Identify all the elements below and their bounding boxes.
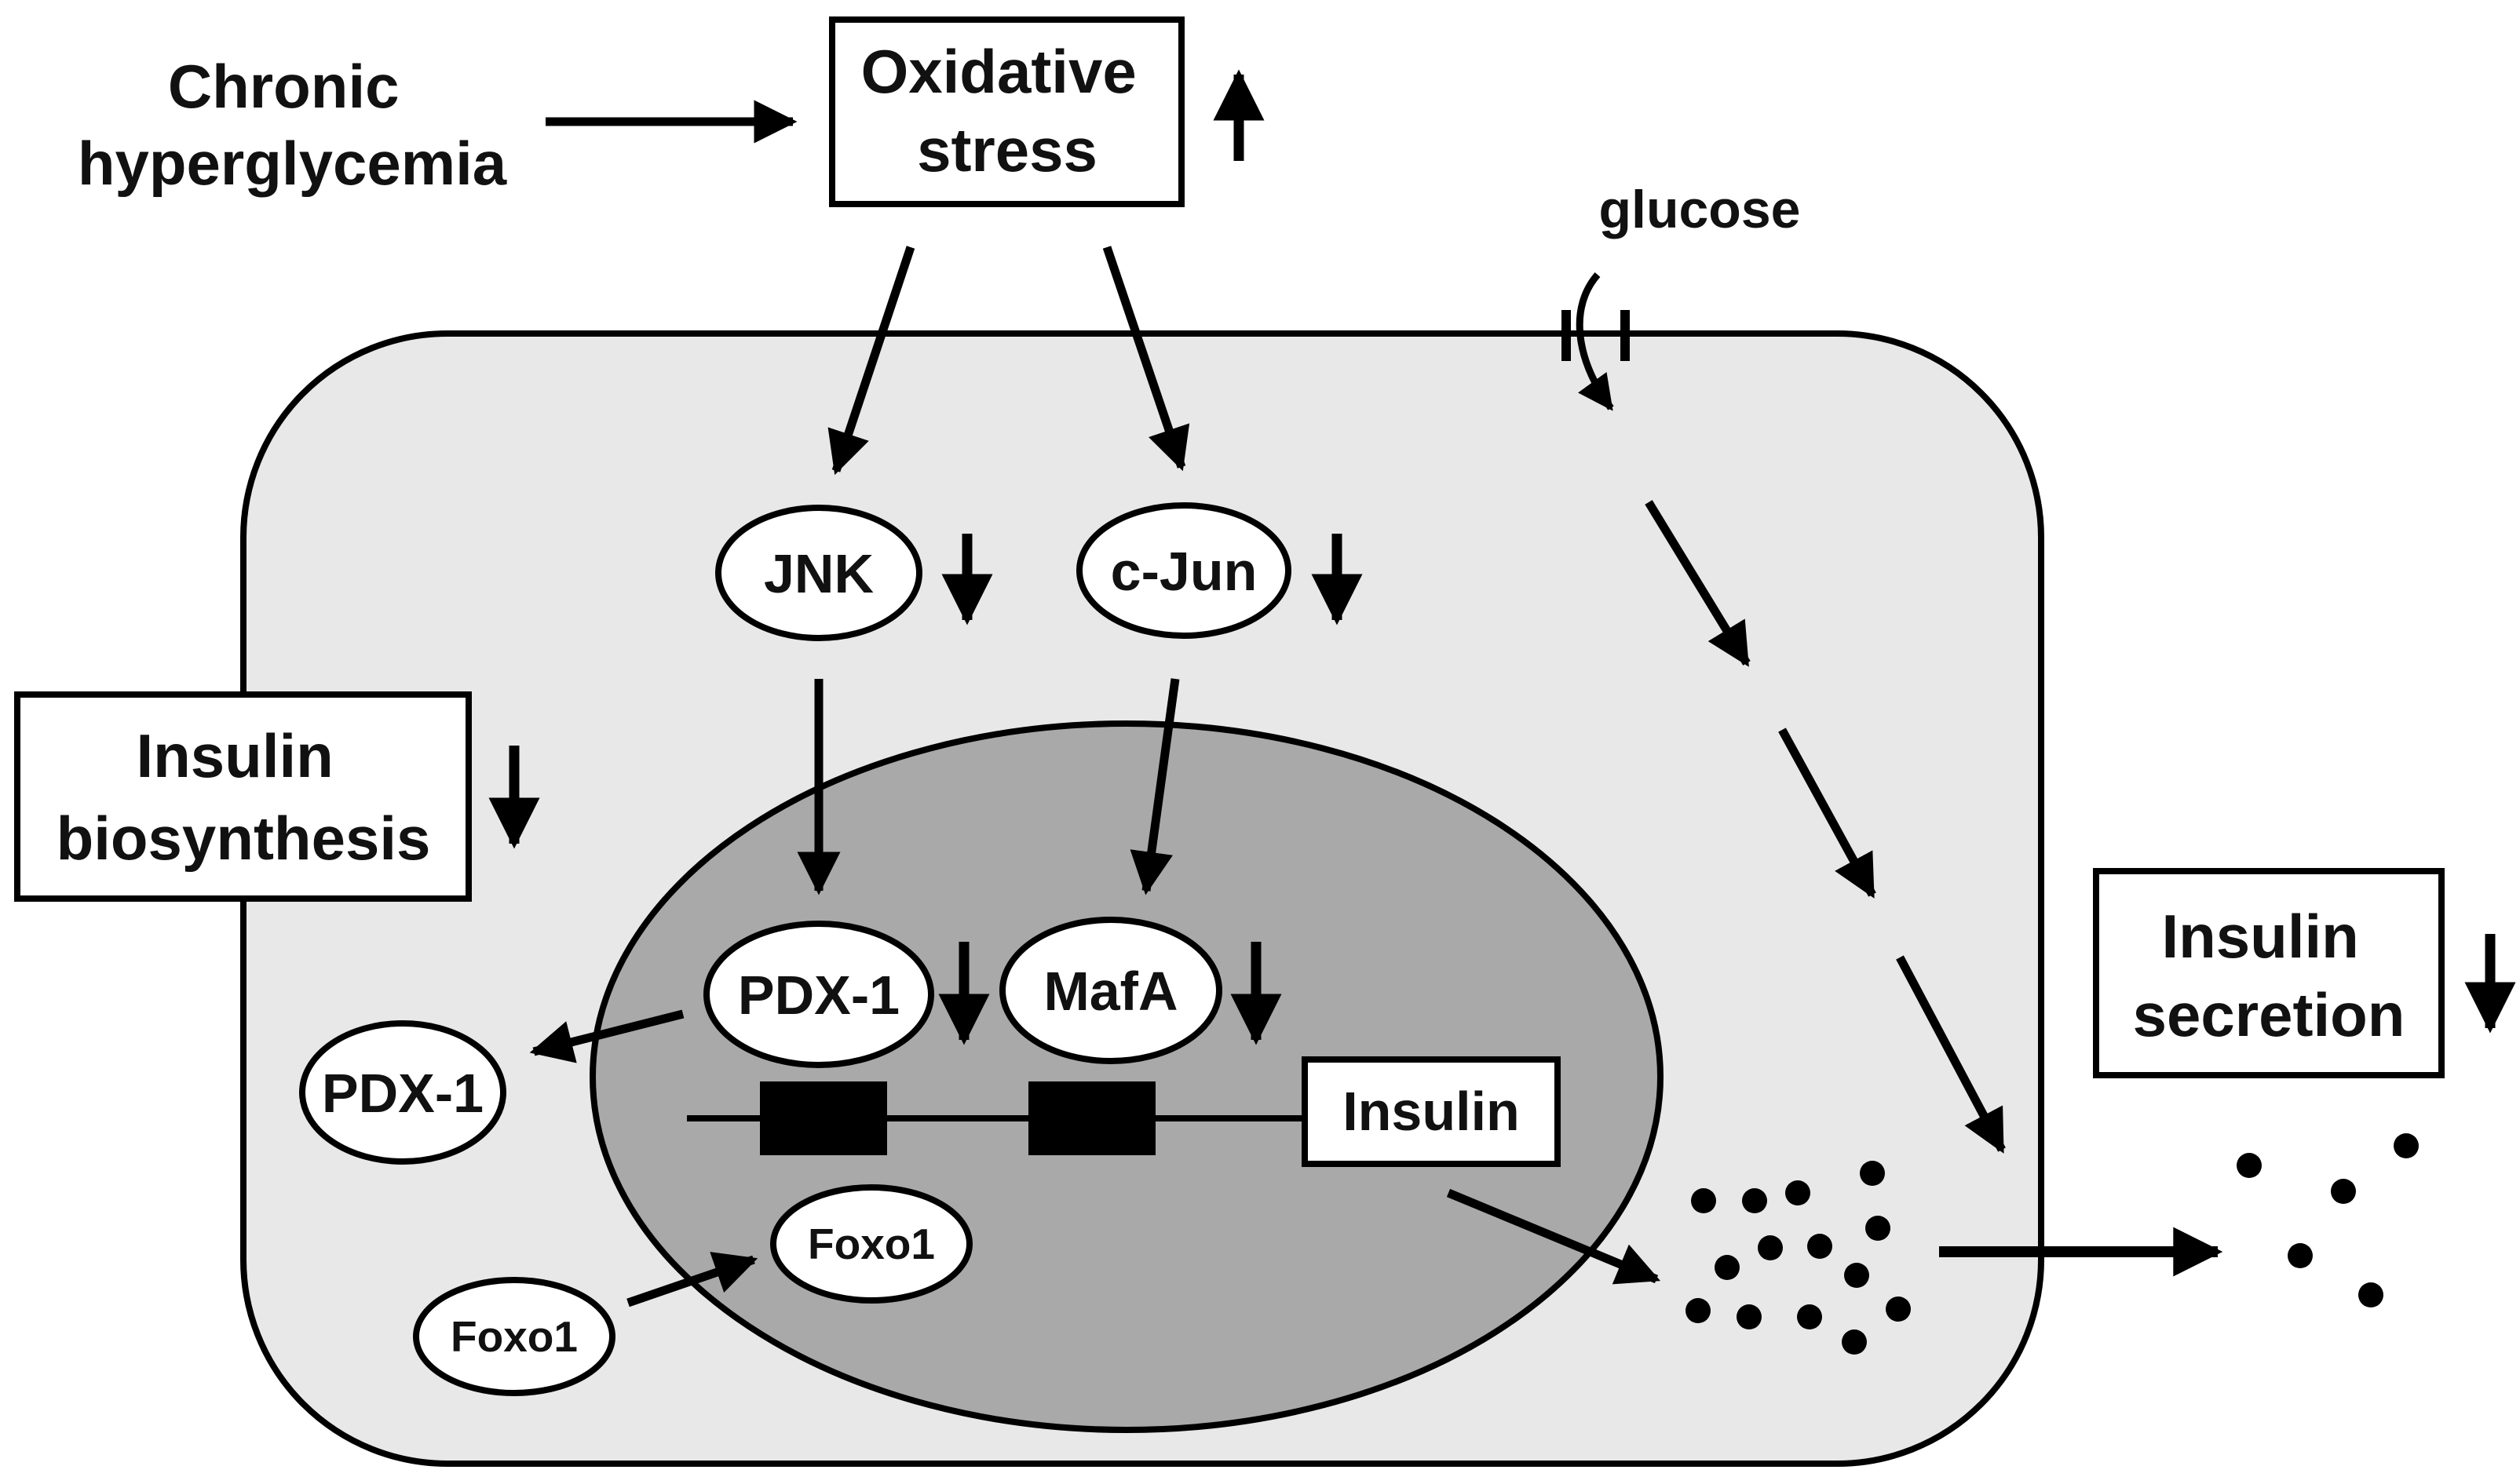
mafa-node bbox=[999, 917, 1222, 1064]
glucose-label: glucose bbox=[1599, 180, 1801, 239]
insulin-secretion-box bbox=[2093, 868, 2445, 1078]
promoter-element-2 bbox=[1028, 1081, 1156, 1155]
stress-to-jnk-arrow bbox=[827, 246, 915, 476]
granule bbox=[1797, 1304, 1822, 1329]
granule bbox=[1742, 1188, 1767, 1213]
foxo1-nuclear-node bbox=[770, 1184, 973, 1304]
granule bbox=[1842, 1329, 1867, 1355]
granule bbox=[1807, 1234, 1832, 1259]
granule bbox=[1886, 1296, 1911, 1322]
granule bbox=[2394, 1133, 2419, 1158]
chronic-hyperglycemia-label: Chronic hyperglycemia bbox=[78, 52, 507, 198]
insulin-secretion-line2: secretion bbox=[2133, 980, 2405, 1049]
foxo1-cytoplasmic-node bbox=[413, 1277, 615, 1396]
glucose-transporter bbox=[1561, 272, 1630, 411]
granule bbox=[1685, 1298, 1711, 1323]
glucose-path-arrow-2 bbox=[1778, 728, 1876, 899]
secreted-insulin-granules bbox=[2237, 1133, 2419, 1307]
jnk-label: JNK bbox=[764, 543, 874, 604]
oxidative-stress-line1: Oxidative bbox=[861, 37, 1137, 106]
glucose-path-arrow-3 bbox=[1896, 955, 2006, 1154]
chronic-hyperglycemia-line2: hyperglycemia bbox=[78, 129, 507, 198]
granule bbox=[1844, 1263, 1869, 1288]
pdx1-cytoplasmic-label: PDX-1 bbox=[322, 1063, 484, 1124]
granule bbox=[1691, 1188, 1716, 1213]
insulin-biosynthesis-line1: Insulin bbox=[136, 721, 333, 790]
pdx1-nuclear-label: PDX-1 bbox=[738, 965, 900, 1026]
granule bbox=[2237, 1153, 2262, 1178]
insulin-to-granules-arrow bbox=[1446, 1188, 1661, 1285]
oxidative-stress-line2: stress bbox=[917, 115, 1097, 184]
insulin-biosynthesis-line2: biosynthesis bbox=[57, 804, 431, 873]
foxo1-import-arrow bbox=[626, 1252, 758, 1307]
insulin-granules bbox=[1685, 1161, 1911, 1355]
granule bbox=[2331, 1179, 2356, 1204]
granule bbox=[1785, 1180, 1810, 1205]
granule bbox=[1737, 1304, 1762, 1329]
cjun-to-mafa-arrow bbox=[1130, 678, 1180, 895]
granule bbox=[1860, 1161, 1885, 1186]
mafa-label: MafA bbox=[1043, 961, 1178, 1022]
granule bbox=[1758, 1235, 1783, 1260]
jnk-node bbox=[715, 505, 922, 641]
chronic-hyperglycemia-line1: Chronic bbox=[168, 52, 400, 121]
pdx1-nuclear-node bbox=[703, 921, 934, 1068]
insulin-gene-box bbox=[1302, 1056, 1561, 1167]
foxo1-cytoplasmic-label: Foxo1 bbox=[451, 1312, 578, 1361]
insulin-biosynthesis-box bbox=[14, 691, 472, 902]
insulin-secretion-line1: Insulin bbox=[2161, 902, 2358, 971]
granule bbox=[2358, 1282, 2383, 1307]
granule bbox=[1715, 1255, 1740, 1280]
pdx1-cytoplasmic-node bbox=[299, 1020, 506, 1165]
cjun-label: c-Jun bbox=[1111, 541, 1258, 602]
stress-to-cjun-arrow bbox=[1102, 246, 1190, 472]
oxidative-stress-label: Oxidative stress bbox=[861, 37, 1154, 184]
promoter-element-1 bbox=[760, 1081, 887, 1155]
insulin-secretion-label: Insulin secretion bbox=[2133, 902, 2405, 1049]
granule bbox=[2288, 1243, 2313, 1268]
glucose-path-arrow-1 bbox=[1645, 500, 1751, 667]
insulin-gene bbox=[687, 1081, 1307, 1155]
pdx1-export-arrow bbox=[529, 1009, 685, 1063]
oxidative-stress-box bbox=[829, 16, 1185, 207]
insulin-gene-label: Insulin bbox=[1342, 1081, 1520, 1142]
foxo1-nuclear-label: Foxo1 bbox=[808, 1220, 935, 1268]
cjun-node bbox=[1076, 502, 1291, 639]
insulin-biosynthesis-label: Insulin biosynthesis bbox=[57, 721, 431, 873]
granule bbox=[1865, 1216, 1890, 1241]
